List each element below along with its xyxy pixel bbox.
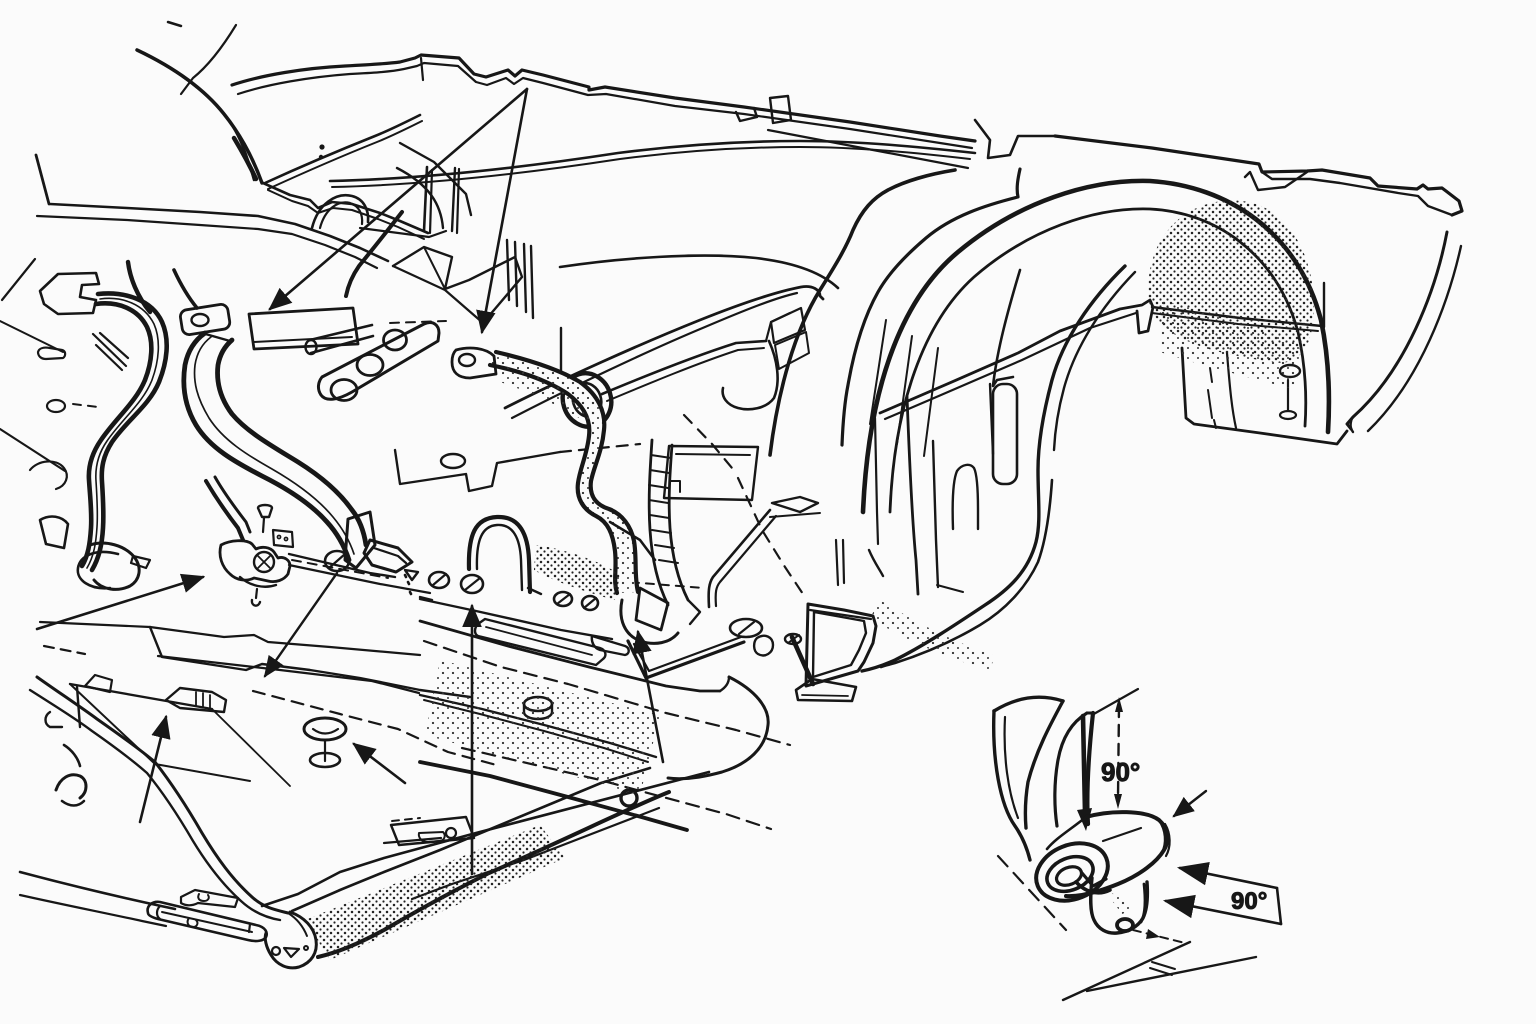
svg-text:90°: 90° — [1101, 757, 1140, 787]
svg-text:90°: 90° — [1231, 888, 1267, 915]
